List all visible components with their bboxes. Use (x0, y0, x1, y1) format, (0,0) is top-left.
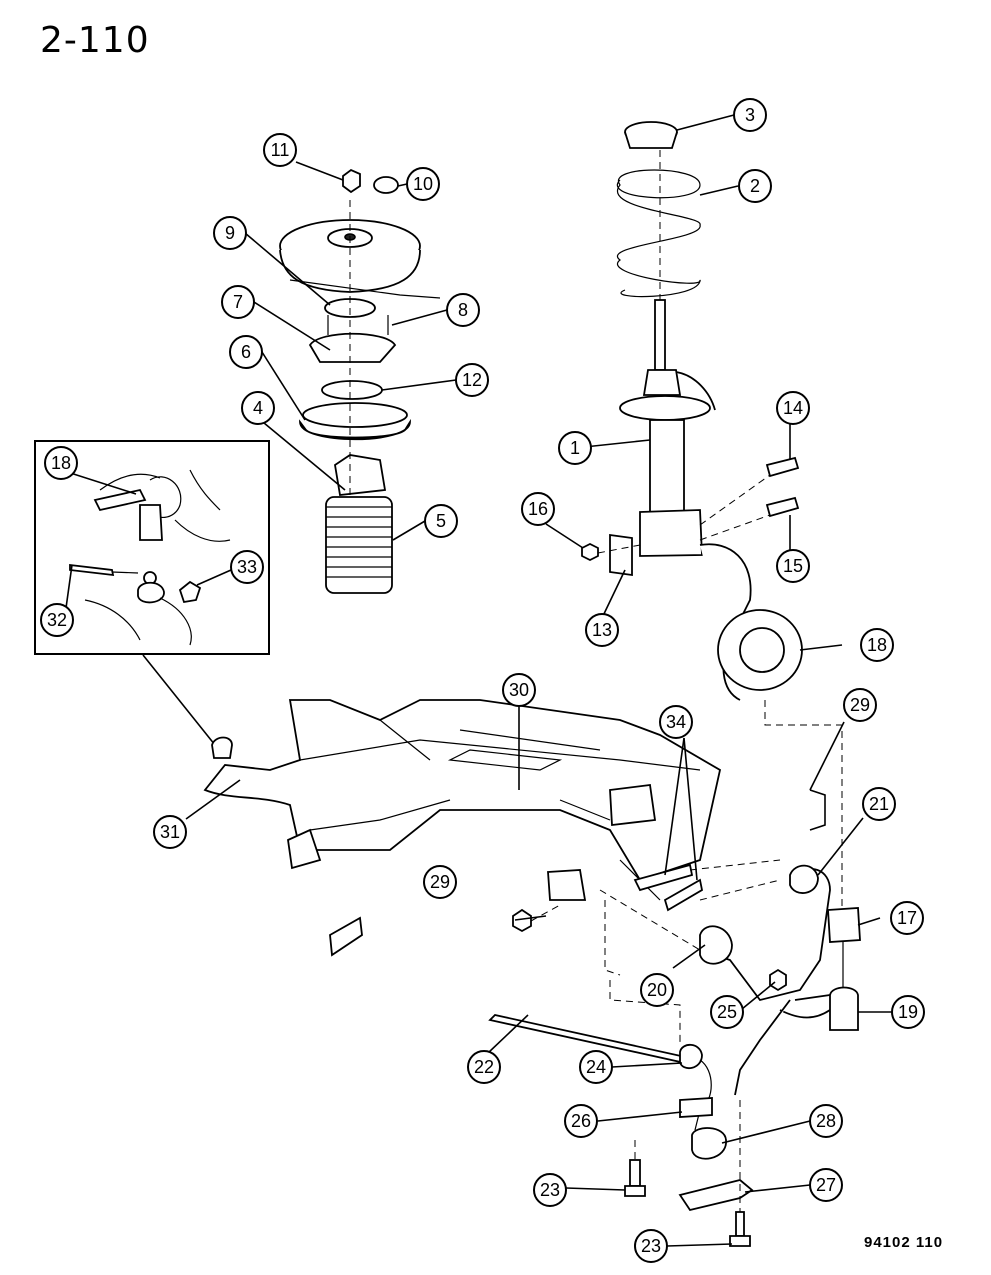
svg-text:3: 3 (745, 105, 755, 125)
svg-text:18: 18 (867, 635, 887, 655)
svg-text:1: 1 (570, 438, 580, 458)
callout-17: 17 (890, 901, 924, 935)
callout-25: 25 (710, 995, 744, 1029)
small-bracket-part (329, 916, 363, 957)
svg-text:16: 16 (528, 499, 548, 519)
lower-control-arm (699, 864, 861, 1096)
callout-10: 10 (406, 167, 440, 201)
assembly-dashed-lines (349, 150, 843, 1212)
callout-leaders (60, 114, 892, 1247)
svg-text:7: 7 (233, 292, 243, 312)
svg-text:32: 32 (47, 610, 67, 630)
svg-text:11: 11 (271, 140, 290, 160)
callout-18-knuckle: 18 (860, 628, 894, 662)
callout-18-inset: 18 (44, 446, 78, 480)
svg-text:23: 23 (540, 1180, 560, 1200)
callout-12: 12 (455, 363, 489, 397)
svg-text:5: 5 (436, 511, 446, 531)
callout-23-upper: 23 (533, 1173, 567, 1207)
svg-text:23: 23 (641, 1236, 661, 1256)
callout-13: 13 (585, 613, 619, 647)
callout-8: 8 (446, 293, 480, 327)
callout-1: 1 (558, 431, 592, 465)
svg-text:13: 13 (592, 620, 612, 640)
callout-20: 20 (640, 973, 674, 1007)
callout-22: 22 (467, 1050, 501, 1084)
callout-26: 26 (564, 1104, 598, 1138)
svg-text:9: 9 (225, 223, 235, 243)
spring-strut-assembly (581, 121, 803, 701)
svg-text:28: 28 (816, 1111, 836, 1131)
callout-29-left: 29 (423, 865, 457, 899)
callout-21: 21 (862, 787, 896, 821)
svg-text:27: 27 (816, 1175, 836, 1195)
svg-text:33: 33 (237, 557, 257, 577)
stabilizer-bar (488, 1014, 754, 1247)
figure-code: 94102 110 (864, 1234, 944, 1251)
callout-31: 31 (153, 815, 187, 849)
svg-text:30: 30 (509, 680, 529, 700)
svg-text:10: 10 (413, 174, 433, 194)
svg-text:26: 26 (571, 1111, 591, 1131)
svg-text:20: 20 (647, 980, 667, 1000)
callout-28: 28 (809, 1104, 843, 1138)
callout-34: 34 (659, 705, 693, 739)
callout-5: 5 (424, 504, 458, 538)
callout-6: 6 (229, 335, 263, 369)
callout-19: 19 (891, 995, 925, 1029)
svg-text:15: 15 (783, 556, 803, 576)
svg-text:12: 12 (462, 370, 482, 390)
svg-text:2: 2 (750, 176, 760, 196)
svg-text:14: 14 (783, 398, 803, 418)
callout-14: 14 (776, 391, 810, 425)
callout-23-lower: 23 (634, 1229, 668, 1263)
svg-text:24: 24 (586, 1057, 606, 1077)
svg-text:22: 22 (474, 1057, 494, 1077)
crossmember (203, 699, 722, 933)
page-number: 2-110 (40, 20, 150, 61)
svg-text:19: 19 (898, 1002, 918, 1022)
inset-detail (34, 440, 270, 655)
callout-15: 15 (776, 549, 810, 583)
callout-16: 16 (521, 492, 555, 526)
svg-text:31: 31 (160, 822, 180, 842)
svg-text:17: 17 (897, 908, 917, 928)
callout-33: 33 (230, 550, 264, 584)
svg-text:4: 4 (253, 398, 263, 418)
svg-text:34: 34 (666, 712, 686, 732)
svg-text:21: 21 (869, 794, 889, 814)
callout-27: 27 (809, 1168, 843, 1202)
callout-11: 11 (263, 133, 297, 167)
callout-30: 30 (502, 673, 536, 707)
svg-text:29: 29 (430, 872, 450, 892)
callout-4: 4 (241, 391, 275, 425)
svg-text:25: 25 (717, 1002, 737, 1022)
svg-text:8: 8 (458, 300, 468, 320)
callout-32: 32 (40, 603, 74, 637)
svg-text:6: 6 (241, 342, 251, 362)
strut-mount-assembly (279, 168, 441, 594)
callout-24: 24 (579, 1050, 613, 1084)
callout-2: 2 (738, 169, 772, 203)
callout-9: 9 (213, 216, 247, 250)
svg-text:18: 18 (51, 453, 71, 473)
callout-29-right: 29 (843, 688, 877, 722)
svg-text:29: 29 (850, 695, 870, 715)
callout-7: 7 (221, 285, 255, 319)
callout-3: 3 (733, 98, 767, 132)
